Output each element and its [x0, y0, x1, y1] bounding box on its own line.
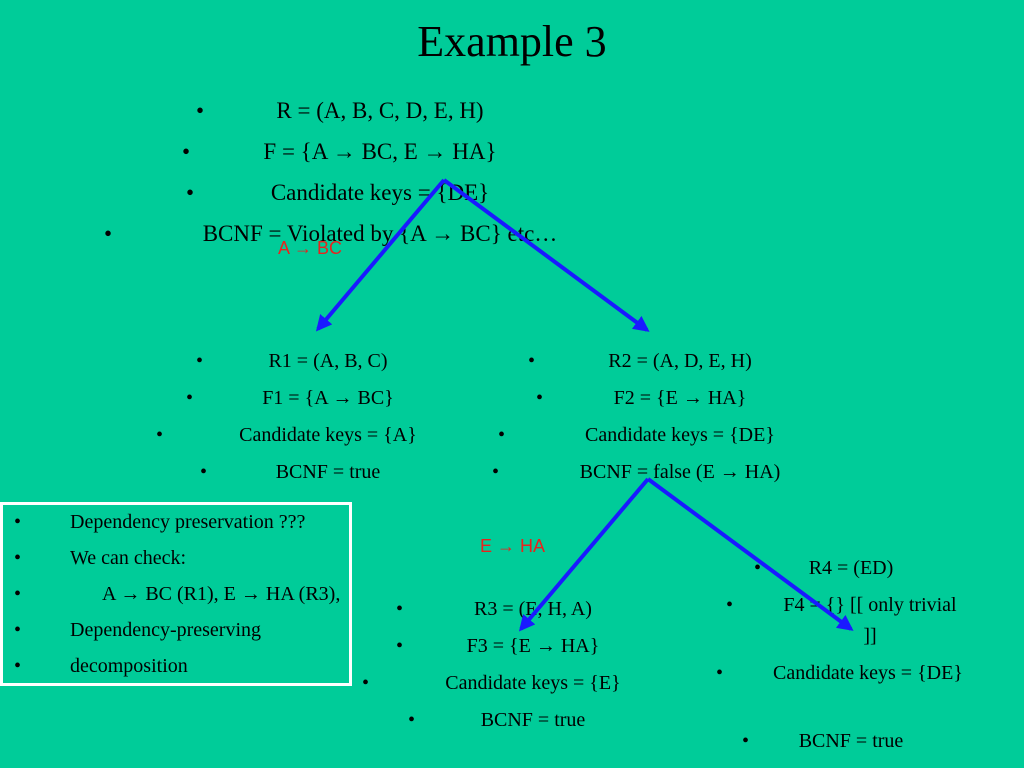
note-we-can-check: We can check: [70, 547, 187, 569]
r3-fds: F3 = {E → HA} [466, 635, 600, 657]
list-item: • R4 = (ED) [706, 553, 996, 584]
note-check-detail: A → BC (R1), E → HA (R3), [102, 583, 341, 605]
bullet: • [196, 350, 204, 372]
split2-label: E → HA [480, 536, 546, 556]
r2-schema: R2 = (A, D, E, H) [608, 350, 752, 372]
note-list: • Dependency preservation ??? • We can che… [0, 508, 350, 688]
note-decomposition: decomposition [70, 655, 188, 677]
r3-schema: R3 = (E, H, A) [474, 598, 592, 620]
root-bcnf: BCNF = Violated by {A → BC} etc… [202, 221, 558, 246]
list-item: • Candidate keys = {E} [356, 665, 710, 702]
list-item: • R2 = (A, D, E, H) [490, 343, 870, 380]
root-schema: R = (A, B, C, D, E, H) [276, 98, 484, 123]
bullet: • [396, 598, 404, 620]
list-item: • Candidate keys = {DE} [706, 658, 996, 720]
note-dependency-preserving: Dependency-preserving [70, 619, 262, 641]
bullet: • [492, 461, 500, 483]
r3-relation-list: • R3 = (E, H, A) • F3 = {E → HA} • Candidat… [356, 591, 710, 739]
list-item: • Dependency-preserving [0, 616, 350, 645]
arrow-to-r2 [442, 178, 650, 332]
list-item: • BCNF = Violated by {A → BC} etc… [100, 213, 660, 254]
r3-keys: Candidate keys = {E} [445, 672, 621, 694]
r2-bcnf: BCNF = false (E → HA) [579, 461, 781, 483]
list-item: • BCNF = true [148, 454, 508, 491]
bullet: • [156, 424, 164, 446]
list-item: • F2 = {E → HA} [490, 380, 870, 417]
split1-label: A → BC [278, 238, 343, 258]
bullet: • [528, 350, 536, 372]
arrow-to-r3 [518, 477, 650, 632]
bullet: • [396, 635, 404, 657]
r4-schema: R4 = (ED) [808, 557, 894, 579]
slide-title: Example 3 [417, 17, 607, 66]
bullet: • [408, 709, 416, 731]
bullet: • [14, 619, 22, 641]
list-item: • decomposition [0, 652, 350, 681]
bullet: • [14, 583, 22, 605]
list-item: • Candidate keys = {DE} [490, 417, 870, 454]
list-item: • Candidate keys = {A} [148, 417, 508, 454]
list-item: • BCNF = true [706, 726, 996, 757]
note-dependency-preservation: Dependency preservation ??? [70, 511, 306, 533]
root-relation-list: • R = (A, B, C, D, E, H) • F = {A → BC, E … [100, 90, 660, 254]
bullet: • [498, 424, 506, 446]
bullet: • [186, 180, 195, 205]
r4-bcnf: BCNF = true [798, 730, 904, 752]
list-item: • R = (A, B, C, D, E, H) [100, 90, 660, 131]
r2-relation-list: • R2 = (A, D, E, H) • F2 = {E → HA} • Candi… [490, 343, 870, 491]
bullet: • [14, 511, 22, 533]
r1-keys: Candidate keys = {A} [239, 424, 417, 446]
bullet: • [536, 387, 544, 409]
r2-fds: F2 = {E → HA} [613, 387, 747, 409]
list-item: • R3 = (E, H, A) [356, 591, 710, 628]
list-item: • F = {A → BC, E → HA} [100, 131, 660, 172]
bullet: • [362, 672, 370, 694]
r1-relation-list: • R1 = (A, B, C) • F1 = {A → BC} • Candidat… [148, 343, 508, 491]
list-item: • Dependency preservation ??? [0, 508, 350, 537]
bullet: • [14, 547, 22, 569]
list-item: • A → BC (R1), E → HA (R3), [0, 580, 350, 609]
r4-keys: Candidate keys = {DE} [773, 662, 963, 684]
list-item: • F1 = {A → BC} [148, 380, 508, 417]
list-item: • F3 = {E → HA} [356, 628, 710, 665]
arrow-to-r1 [315, 178, 446, 332]
bullet: • [726, 594, 734, 616]
bullet: • [200, 461, 208, 483]
bullet: • [104, 221, 113, 246]
bullet: • [754, 557, 762, 579]
list-item: • We can check: [0, 544, 350, 573]
list-item: • BCNF = false (E → HA) [490, 454, 870, 491]
bullet: • [742, 730, 750, 752]
bullet: • [716, 662, 724, 684]
r1-fds: F1 = {A → BC} [262, 387, 394, 409]
bullet: • [14, 655, 22, 677]
root-fds: F = {A → BC, E → HA} [263, 139, 497, 164]
r1-bcnf: BCNF = true [275, 461, 381, 483]
bullet: • [182, 139, 191, 164]
r4-relation-list: •R4 = (ED) •F4 = {} [[ only trivial ]] •… [706, 553, 996, 757]
bullet: • [186, 387, 194, 409]
list-item: • BCNF = true [356, 702, 710, 739]
r3-bcnf: BCNF = true [480, 709, 586, 731]
note-box [0, 502, 352, 686]
bullet: • [196, 98, 205, 123]
r2-keys: Candidate keys = {DE} [585, 424, 775, 446]
r1-schema: R1 = (A, B, C) [268, 350, 388, 372]
list-item: • R1 = (A, B, C) [148, 343, 508, 380]
arrow-to-r4 [646, 477, 854, 631]
